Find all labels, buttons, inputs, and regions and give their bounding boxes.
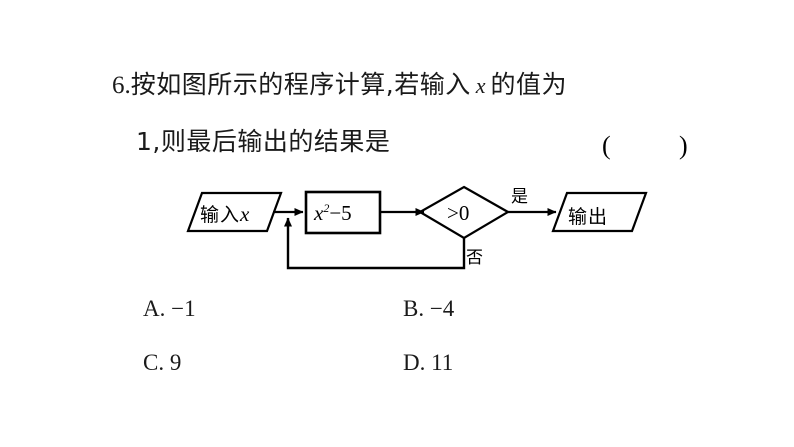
question-stem-line-2: 1,则最后输出的结果是 (136, 129, 390, 154)
flowchart-process-rest: −5 (329, 201, 352, 225)
option-d[interactable]: D. 11 (403, 350, 454, 375)
answer-blank-paren-close: ) (679, 131, 688, 160)
flowchart-input-shape (186, 191, 283, 233)
connector-decision-no-loopback (284, 217, 466, 270)
flowchart-process-base: x (314, 201, 324, 225)
question-stem-text-part1: 按如图所示的程序计算,若输入 (130, 70, 471, 99)
question-stem-text-part2: 的值为 (490, 70, 567, 99)
flowchart-input-label-cn: 输入 (200, 204, 241, 226)
flowchart-branch-yes-label: 是 (511, 187, 528, 207)
option-a[interactable]: A. −1 (143, 296, 196, 321)
flowchart-input-label: 输入x (200, 200, 250, 227)
flowchart-decision-label: >0 (447, 201, 470, 225)
option-c[interactable]: C. 9 (143, 350, 182, 375)
flowchart-output-shape (551, 191, 648, 233)
flowchart-branch-no-label: 否 (466, 248, 483, 268)
question-number: 6. (112, 72, 131, 99)
option-b[interactable]: B. −4 (403, 296, 455, 321)
question-stem-text-line2: 1,则最后输出的结果是 (136, 127, 391, 156)
question-variable-x: x (475, 73, 486, 98)
flowchart-output-label: 输出 (568, 206, 609, 228)
flowchart-input-label-var: x (240, 202, 251, 226)
flowchart-process-label: x2−5 (314, 201, 352, 226)
answer-blank-paren-open: ( (602, 131, 611, 160)
flowchart-process-exponent: 2 (323, 201, 330, 215)
